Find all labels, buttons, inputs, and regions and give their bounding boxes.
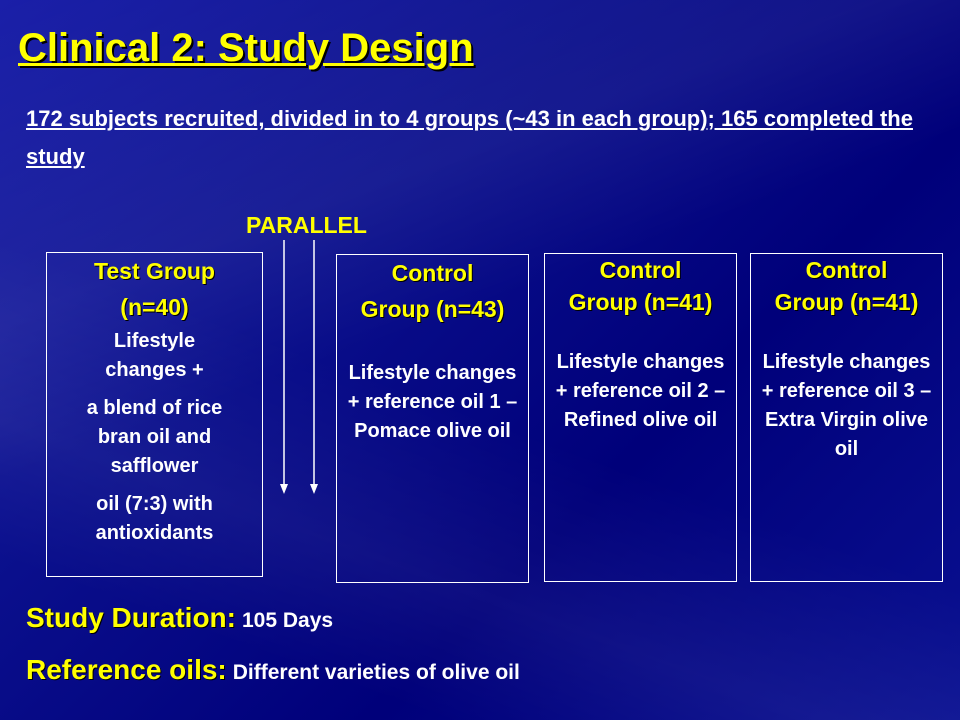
test-group-box: Test Group (n=40) Lifestyle changes + a …	[46, 252, 263, 577]
group-heading-line2: Group (n=41)	[568, 289, 713, 315]
slide-subtitle: 172 subjects recruited, divided in to 4 …	[26, 106, 913, 169]
group-description: Lifestyle changes + reference oil 2 – Re…	[555, 351, 726, 431]
control-group-box-2: Control Group (n=41) Lifestyle changes +…	[544, 253, 737, 582]
group-heading-line2: Group (n=41)	[774, 289, 919, 315]
group-heading-line2: Group (n=43)	[360, 296, 505, 322]
group-heading-line1: Test Group	[94, 258, 215, 284]
group-heading-line1: Control	[391, 260, 474, 286]
study-duration-label: Study Duration:	[26, 602, 236, 633]
group-description-part1: Lifestyle changes +	[105, 330, 204, 381]
group-heading: Control Group (n=41)	[751, 254, 942, 318]
reference-oils-label: Reference oils:	[26, 654, 227, 685]
group-description-part2: a blend of rice bran oil and safflower	[86, 397, 223, 477]
parallel-label: PARALLEL	[246, 212, 367, 238]
parallel-arrow-right-head	[310, 484, 318, 494]
group-heading-line2: (n=40)	[120, 294, 189, 320]
group-heading-line1: Control	[599, 257, 682, 283]
group-heading-line1: Control	[805, 257, 888, 283]
group-description-part3: oil (7:3) with antioxidants	[95, 493, 214, 544]
parallel-arrow-left-head	[280, 484, 288, 494]
reference-oils: Reference oils:Different varieties of ol…	[26, 654, 520, 686]
group-heading: Control Group (n=41)	[545, 254, 736, 318]
control-group-box-3: Control Group (n=41) Lifestyle changes +…	[750, 253, 943, 582]
control-group-box-1: Control Group (n=43) Lifestyle changes +…	[336, 254, 529, 583]
group-description: Lifestyle changes + reference oil 3 – Ex…	[761, 351, 932, 460]
group-heading: Control Group (n=43)	[337, 255, 528, 327]
group-description: Lifestyle changes + reference oil 1 – Po…	[347, 362, 518, 442]
parallel-arrows	[280, 240, 318, 494]
reference-oils-value: Different varieties of olive oil	[232, 661, 520, 684]
slide-title: Clinical 2: Study Design	[18, 26, 474, 70]
group-heading: Test Group (n=40)	[47, 253, 262, 325]
study-duration: Study Duration: 105 Days	[26, 602, 333, 634]
study-duration-value: 105 Days	[242, 609, 334, 632]
